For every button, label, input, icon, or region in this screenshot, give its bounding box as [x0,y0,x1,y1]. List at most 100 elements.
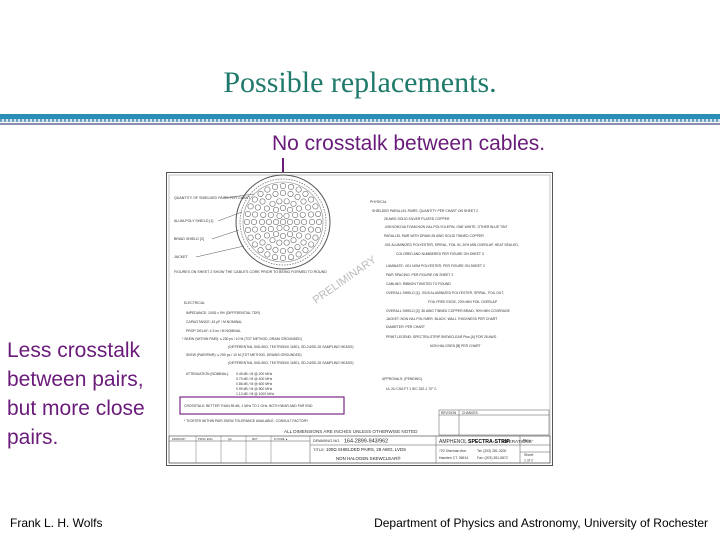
attenuation-value: 0.49 dB / M @ 200 MHz [236,372,273,376]
pair-conductor [254,233,261,240]
pair-conductor [300,239,307,246]
pair-conductor [280,183,287,190]
label-quantity: QUANTITY OF SHIELDED PAIRS PER CHART [174,196,251,200]
cable-cross-section [235,174,331,270]
pair-conductor [305,204,312,211]
callout-no-crosstalk: No crosstalk between cables. [272,132,546,155]
pair-conductor [273,231,280,238]
pair-conductor [265,193,272,200]
footer-department: Department of Physics and Astronomy, Uni… [374,516,708,530]
spec-line: DIAMETER: PER CHART [386,325,425,329]
pair-conductor [263,232,270,239]
pair-conductor [292,211,299,218]
electrical-spec: ELECTRICAL IMPEDANCE: 100Ω ± 5% (DIFFERE… [182,301,353,396]
pair-conductor [273,206,280,213]
title-block: DRAWN BY PROD. ENG. QA MKT FUTURE ▲ DRAW… [168,435,551,464]
spec-line: COLORED AND NUMBERED PER FIGURE ON SHEET… [396,252,484,256]
pair-conductor [280,232,287,239]
pair-conductor [269,237,276,244]
pair-conductor [294,218,301,225]
physical-spec: PHYSICAL SHIELDED PARALLEL PAIRS, QUANTI… [370,200,519,348]
pair-conductor [299,211,306,218]
title-rule-thick [0,114,720,119]
drawing-no-label: DRAWING NO. [313,438,340,443]
crosstalk-line: CROSSTALK: BETTER THAN 55 dB, 1 MHz TO 1… [184,404,313,408]
pair-conductor [309,218,316,225]
pair-conductor [300,198,307,205]
pair-conductor [257,190,264,197]
pair-conductor [280,189,287,196]
rev-label: Rev - [523,438,534,443]
tb-header: FUTURE ▲ [274,437,288,441]
tb-header: PROD. ENG. [198,437,214,441]
pair-conductor [295,251,302,258]
pair-conductor [251,211,258,218]
spec-line: IMPEDANCE: 100Ω ± 5% (DIFFERENTIAL TDR) [186,311,260,315]
pair-conductor [315,210,322,217]
pair-conductor [287,231,294,238]
pair-conductor [265,244,272,251]
pair-conductor [276,212,283,219]
pair-conductor [295,186,302,193]
crosstalk-highlight-box [179,396,345,415]
spec-line: * SKEW (WITHIN PAIR): ≤ 230 ps / 10 M (T… [182,337,302,341]
tel-line: Tel: (203) 281-3200 [477,449,507,453]
pair-conductor [288,254,295,261]
spec-line: CAPACITANCE: 43 pF / M NOMINAL [186,320,242,324]
pair-conductor [257,247,264,254]
pair-conductor [259,239,266,246]
pair-conductor [283,198,290,205]
pair-conductor [294,193,301,200]
pair-conductor [244,218,251,225]
cable-subtitle: NON HALOGEN SKEWCLEAR® [336,456,401,461]
spec-line: NON HALOGEN [B] PER CHART [430,344,481,348]
callout-line: between pairs, [7,368,144,391]
pair-conductor [305,233,312,240]
pair-conductor [271,254,278,261]
attenuation-value: 1.12 dB / M @ 1000 MHz [236,392,274,396]
callout-arrow-shaft [282,158,284,178]
pair-conductor [259,198,266,205]
attenuation-label: ATTENUATION (NOMINAL): [186,372,229,376]
callout-line: Less crosstalk [7,339,141,362]
spec-line: OVERALL SHIELD [1]: .0015 ALUMINIZED POL… [386,291,504,295]
approvals-heading: APPROVALS: (PENDING) [382,377,422,381]
pair-conductor [264,186,271,193]
title-rule-dotted [0,119,720,122]
pair-conductor [283,212,290,219]
spec-line: FOIL FREE EDGE, 20% MIN FOIL OVERLAP [428,300,498,304]
spec-line: PROP. DELAY: 4.3 ns / M NOMINAL [186,329,241,333]
pair-conductor [260,226,267,233]
pair-conductor [272,190,279,197]
sheet-label: Sheet [524,453,533,457]
tb-header: QA [228,437,232,441]
tolerance-note: * TIGHTER WITHIN PAIR SKEW TOLERANCE AVA… [184,419,309,423]
attenuation-value: 0.70 dB / M @ 400 MHz [236,377,273,381]
pair-conductor [280,248,287,255]
pair-conductor [308,211,315,218]
revision-table: REVISION CHANGES [438,409,550,436]
pair-conductor [287,206,294,213]
pair-conductor [290,237,297,244]
pair-conductor [308,196,315,203]
spec-line: 28 AWG SOLID SILVER PLATED COPPER [384,217,450,221]
pair-conductor [260,211,267,218]
label-jacket: JACKET [174,255,189,259]
changes-header: CHANGES [462,411,478,415]
pair-conductor [287,218,294,225]
spec-line: JACKET: NON HAL POLYMER, BLACK, WALL THI… [386,317,497,321]
drawing-number: 164-2899-943/962 [344,439,388,445]
tb-header: DRAWN BY [172,437,186,441]
spec-line: OVERALL SHIELD [2]: 36 AWG TINNED COPPER… [386,309,511,313]
pair-conductor [299,226,306,233]
callout-line: pairs. [7,426,59,449]
cable-spec-drawing: QUANTITY OF SHIELDED PAIRS PER CHART ALU… [166,172,553,466]
pair-conductor [283,239,290,246]
pair-conductor [301,218,308,225]
pair-conductor [266,218,273,225]
footer-author: Frank L. H. Wolfs [10,516,103,530]
pair-conductor [280,218,287,225]
spec-line: PARALLEL PAIR WITH DRAIN 28 AWG SOLID TI… [384,234,484,238]
spec-line: LAMINATE: .001 NOM POLYESTER, PER FIGURE… [386,264,485,268]
approvals-line: UL 2U CSA FT 1 IEC 332-1 70° C [386,387,437,391]
